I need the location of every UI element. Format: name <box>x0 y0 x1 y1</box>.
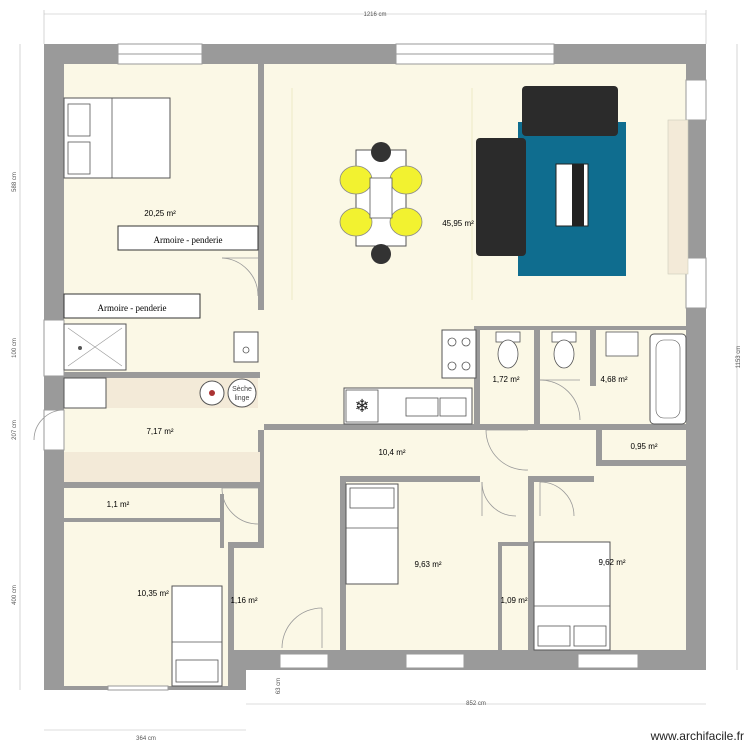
double-bed <box>63 97 171 179</box>
dim-bottom-right: 852 cm <box>466 701 486 707</box>
dim-notch: 63 cm <box>276 678 282 694</box>
svg-text:❄: ❄ <box>354 396 369 417</box>
dim-bottom-left: 364 cm <box>136 736 156 742</box>
kitchen: ❄ <box>343 329 477 425</box>
living-guides <box>291 88 473 300</box>
wardrobe-2: Armoire - penderie <box>63 293 201 319</box>
dim-right: 1153 cm <box>736 346 742 369</box>
dining-table <box>339 142 423 264</box>
room-label-bedroom2: 10,35 m² <box>137 589 169 598</box>
room-labels: 20,25 m² 45,95 m² 1,72 m² 4,68 m² 7,17 m… <box>107 209 658 605</box>
room-label-bedroom4: 9,62 m² <box>598 558 625 567</box>
dim-left-4: 400 cm <box>12 585 18 605</box>
dimension-lines <box>19 10 738 731</box>
laundry-area: Sèche linge <box>63 377 257 409</box>
wardrobe-label: Armoire - penderie <box>154 235 223 245</box>
dim-left-2: 100 cm <box>12 338 18 358</box>
toilets <box>495 331 687 425</box>
dimension-labels: 1216 cm 1153 cm 588 cm 100 cm 207 cm 400… <box>12 12 742 742</box>
room-label-bedroom3: 9,63 m² <box>414 560 441 569</box>
dryer-label-2: linge <box>235 395 250 402</box>
double-bed-2 <box>533 541 611 651</box>
room-label-hallway: 10,4 m² <box>378 448 405 457</box>
dryer-label-1: Sèche <box>232 386 252 393</box>
single-bed-1 <box>345 483 399 585</box>
watermark: www.archifacile.fr <box>650 729 744 743</box>
room-label-small1: 1,1 m² <box>107 500 130 509</box>
wardrobe-label: Armoire - penderie <box>98 303 167 313</box>
single-bed-3 <box>171 585 223 687</box>
room-label-bedroom1: 20,25 m² <box>144 209 176 218</box>
dim-top: 1216 cm <box>363 12 386 18</box>
room-label-living: 45,95 m² <box>442 219 474 228</box>
room-label-laundry: 7,17 m² <box>146 427 173 436</box>
dim-left-3: 207 cm <box>12 420 18 440</box>
shower-tray <box>63 323 127 371</box>
room-label-closet: 0,95 m² <box>630 442 657 451</box>
room-label-wc1: 1,72 m² <box>492 375 519 384</box>
wardrobe-1: Armoire - penderie <box>117 225 259 251</box>
room-label-small3: 1,09 m² <box>500 596 527 605</box>
room-label-bathroom: 4,68 m² <box>600 375 627 384</box>
hall-floor-strip <box>64 452 260 482</box>
lounge <box>476 86 689 276</box>
dim-left-1: 588 cm <box>12 172 18 192</box>
sink <box>233 331 259 363</box>
door-swings <box>33 257 581 649</box>
room-label-small2: 1,16 m² <box>230 596 257 605</box>
